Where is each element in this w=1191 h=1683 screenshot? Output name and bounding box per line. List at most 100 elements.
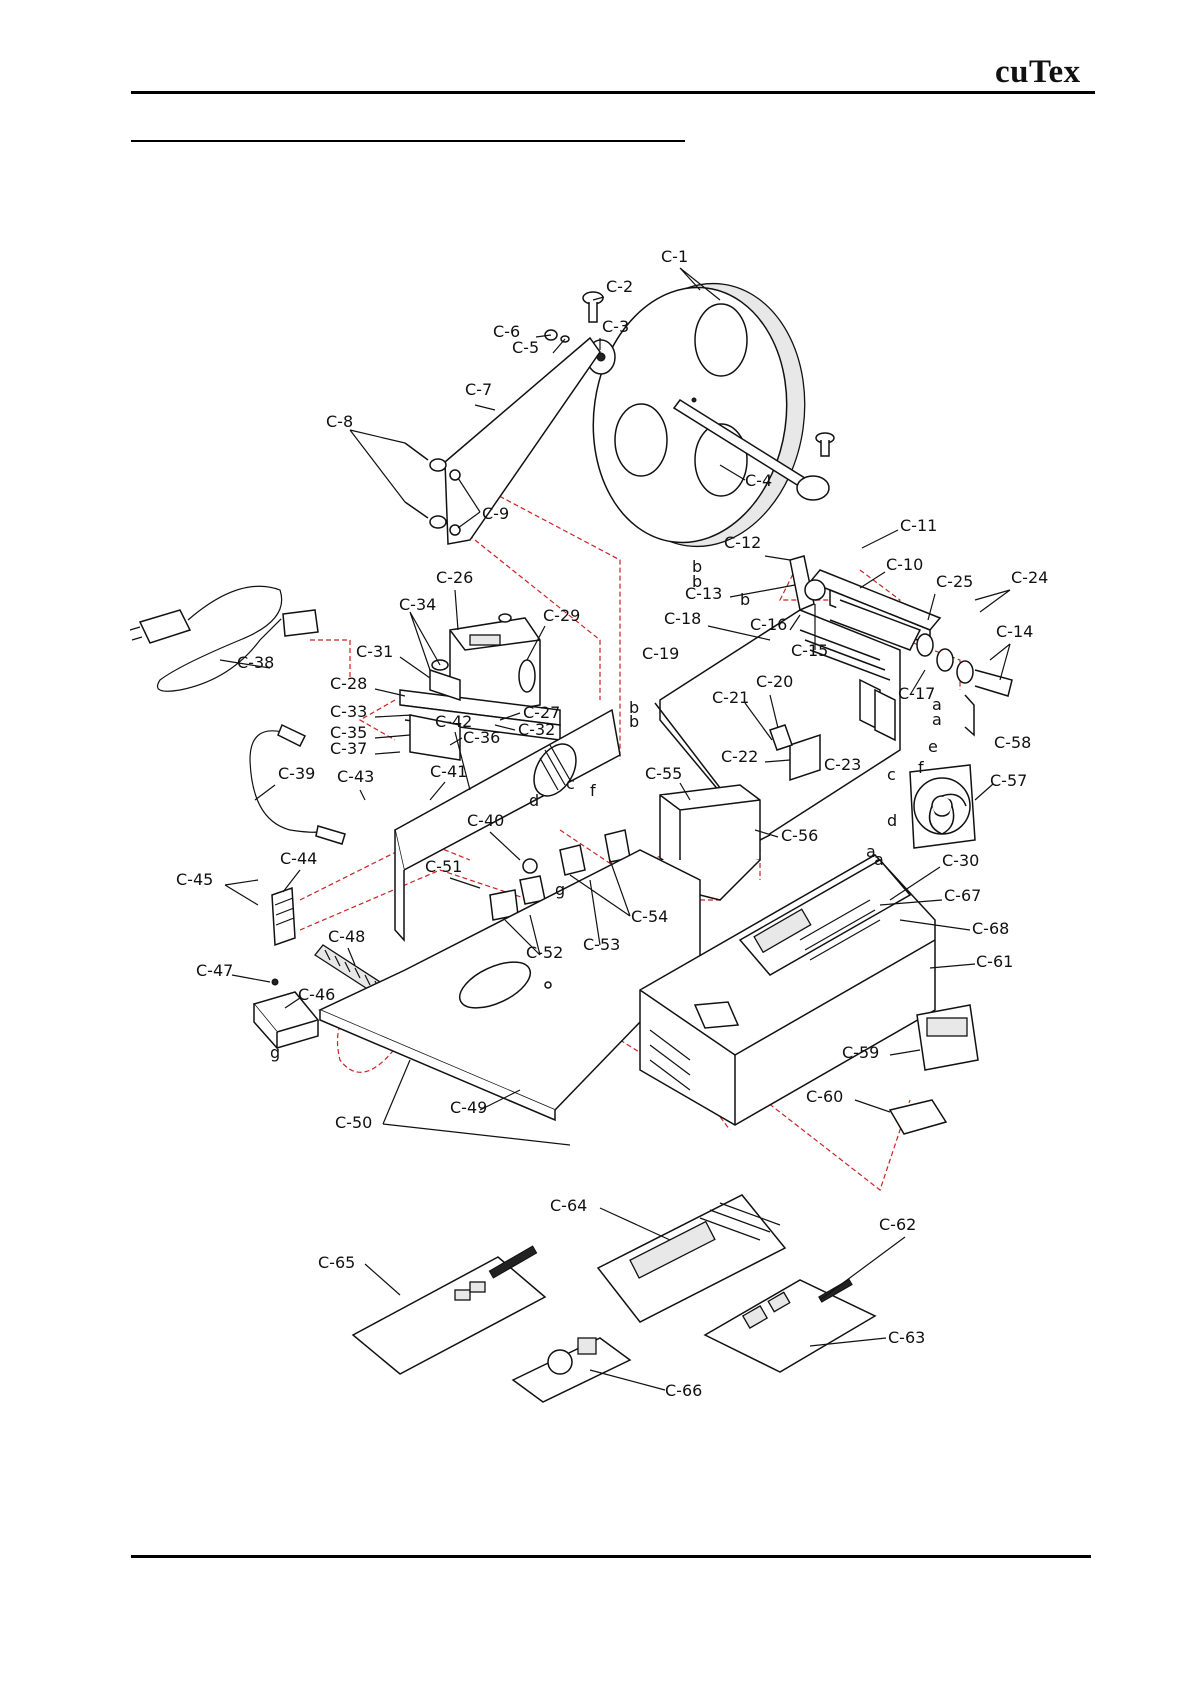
part-label-c-38: C-38 xyxy=(237,653,274,672)
ref-letter: c xyxy=(566,774,575,793)
part-label-c-67: C-67 xyxy=(944,886,981,905)
header-rule xyxy=(131,91,1095,94)
counter-unit xyxy=(449,613,541,719)
part-label-c-51: C-51 xyxy=(425,857,462,876)
ref-letter: f xyxy=(590,781,596,800)
ref-letter: a xyxy=(932,695,942,714)
part-label-c-65: C-65 xyxy=(318,1253,355,1272)
footer-rule xyxy=(131,1555,1091,1558)
reel-arm xyxy=(404,336,601,545)
part-label-c-41: C-41 xyxy=(430,762,467,781)
part-label-c-35: C-35 xyxy=(330,723,367,742)
part-label-c-18: C-18 xyxy=(664,609,701,628)
part-label-c-50: C-50 xyxy=(335,1113,372,1132)
part-label-c-53: C-53 xyxy=(583,935,620,954)
part-label-c-36: C-36 xyxy=(463,728,500,747)
terminal-block xyxy=(271,886,296,947)
part-label-c-21: C-21 xyxy=(712,688,749,707)
part-label-c-45: C-45 xyxy=(176,870,213,889)
part-label-c-55: C-55 xyxy=(645,764,682,783)
switch-box xyxy=(252,978,320,1050)
display-board xyxy=(596,1194,787,1323)
part-label-c-2: C-2 xyxy=(606,277,633,296)
part-label-c-34: C-34 xyxy=(399,595,436,614)
ref-letter: b xyxy=(692,572,702,591)
reel-shaft xyxy=(672,398,835,501)
guide-assembly xyxy=(789,555,1013,737)
part-label-c-40: C-40 xyxy=(467,811,504,830)
part-label-c-33: C-33 xyxy=(330,702,367,721)
ref-letter: d xyxy=(529,791,539,810)
cooling-fan xyxy=(909,764,976,849)
ref-letter: e xyxy=(928,737,938,756)
part-label-c-57: C-57 xyxy=(990,771,1027,790)
part-label-c-30: C-30 xyxy=(942,851,979,870)
part-label-c-27: C-27 xyxy=(523,703,560,722)
part-label-c-52: C-52 xyxy=(526,943,563,962)
part-label-c-1: C-1 xyxy=(661,247,688,266)
part-label-c-20: C-20 xyxy=(756,672,793,691)
part-label-c-59: C-59 xyxy=(842,1043,879,1062)
part-label-c-10: C-10 xyxy=(886,555,923,574)
part-label-c-37: C-37 xyxy=(330,739,367,758)
ref-letter: b xyxy=(629,712,639,731)
part-label-c-49: C-49 xyxy=(450,1098,487,1117)
ref-letter: g xyxy=(270,1043,280,1062)
part-label-c-25: C-25 xyxy=(936,572,973,591)
part-label-c-11: C-11 xyxy=(900,516,937,535)
part-label-c-13: C-13 xyxy=(685,584,722,603)
part-label-c-16: C-16 xyxy=(750,615,787,634)
back-panel xyxy=(394,708,621,942)
part-label-c-56: C-56 xyxy=(781,826,818,845)
wire-guide-carriage xyxy=(399,659,561,761)
part-label-c-64: C-64 xyxy=(550,1196,587,1215)
leader-lines xyxy=(219,267,1011,1391)
part-label-c-60: C-60 xyxy=(806,1087,843,1106)
switch-bracket xyxy=(769,724,821,782)
ref-letter: b xyxy=(629,698,639,717)
part-label-c-31: C-31 xyxy=(356,642,393,661)
io-board xyxy=(351,1245,547,1375)
part-label-c-47: C-47 xyxy=(196,961,233,980)
part-label-c-19: C-19 xyxy=(642,644,679,663)
part-label-c-42: C-42 xyxy=(435,712,472,731)
part-label-c-68: C-68 xyxy=(972,919,1009,938)
part-label-c-46: C-46 xyxy=(298,985,335,1004)
ref-letter: g xyxy=(555,880,565,899)
part-label-c-58: C-58 xyxy=(994,733,1031,752)
part-label-c-44: C-44 xyxy=(280,849,317,868)
ref-letter: c xyxy=(887,765,896,784)
power-cable xyxy=(129,585,319,692)
ref-letter: f xyxy=(918,758,924,777)
part-label-c-7: C-7 xyxy=(465,380,492,399)
part-label-c-4: C-4 xyxy=(745,471,772,490)
part-label-c-63: C-63 xyxy=(888,1328,925,1347)
relay-components xyxy=(489,829,631,921)
part-label-c-15: C-15 xyxy=(791,641,828,660)
part-label-c-32: C-32 xyxy=(518,720,555,739)
part-label-c-26: C-26 xyxy=(436,568,473,587)
part-label-c-24: C-24 xyxy=(1011,568,1048,587)
callout-labels: C-1C-2C-3C-6C-5C-7C-8C-9C-4C-11C-12C-10C… xyxy=(176,247,1048,1400)
part-label-c-61: C-61 xyxy=(976,952,1013,971)
ref-letter: b xyxy=(740,590,750,609)
part-label-c-39: C-39 xyxy=(278,764,315,783)
part-label-c-29: C-29 xyxy=(543,606,580,625)
part-label-c-23: C-23 xyxy=(824,755,861,774)
ref-letter: b xyxy=(692,557,702,576)
front-housing xyxy=(639,854,936,1126)
part-label-c-48: C-48 xyxy=(328,927,365,946)
title-underline xyxy=(131,140,685,142)
ref-letter: d xyxy=(887,811,897,830)
part-label-c-43: C-43 xyxy=(337,767,374,786)
sensor-cable xyxy=(249,723,346,845)
part-label-c-12: C-12 xyxy=(724,533,761,552)
temperature-controller xyxy=(888,1004,979,1135)
part-label-c-66: C-66 xyxy=(665,1381,702,1400)
part-label-c-22: C-22 xyxy=(721,747,758,766)
part-label-c-9: C-9 xyxy=(482,504,509,523)
power-supply-board xyxy=(511,1337,632,1403)
base-plate xyxy=(318,849,701,1122)
part-label-c-6: C-6 xyxy=(493,322,520,341)
